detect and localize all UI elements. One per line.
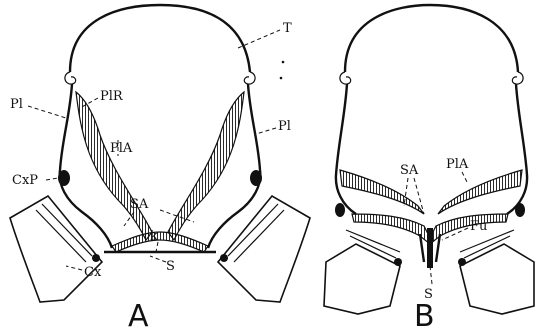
panel-a-leader-s	[150, 256, 166, 262]
panel-a-tergum	[70, 5, 250, 72]
panel-a-label-s: S	[166, 259, 175, 274]
panel-b-right-pleuron	[507, 84, 527, 214]
panel-a-right-sternal-knob	[220, 254, 228, 262]
panel-b-label-pla: PlA	[446, 157, 469, 172]
panel-b-right-knob	[458, 258, 466, 266]
panel-a-left-coxal-process	[58, 170, 70, 186]
panel-b-label-sa: SA	[400, 163, 419, 178]
panel-b-tergum	[345, 5, 518, 72]
panel-a-right-coxal-process	[250, 170, 262, 186]
panel-a-dot-mark-2	[280, 77, 283, 80]
panel-a-left-sternal-knob	[92, 254, 100, 262]
panel-b-letter: B	[414, 299, 435, 332]
panel-b-left-tergal-curl	[340, 72, 351, 84]
panel-a-right-pleural-apophysis	[168, 92, 244, 240]
panel-b-diagram	[324, 5, 534, 314]
panel-a-leader-pl-right	[256, 128, 276, 134]
panel-a-left-pleural-apophysis	[76, 92, 152, 240]
panel-b-right-tergal-curl	[512, 72, 523, 84]
panel-b-leader-s	[430, 266, 432, 284]
panel-b-right-coxal-process	[515, 203, 525, 217]
panel-b-left-coxal-process	[335, 203, 345, 217]
panel-b-label-fu: Fu	[470, 219, 487, 234]
panel-a-leader-pl-left	[28, 106, 66, 118]
panel-a-label-plr: PlR	[100, 89, 124, 104]
panel-a-label-pla: PlA	[110, 141, 133, 156]
panel-a-label-cxp: CxP	[12, 173, 38, 188]
panel-a-dot-mark-1	[282, 61, 285, 64]
panel-a-right-coxa	[218, 196, 310, 302]
panel-a-label-sa: SA	[130, 197, 149, 212]
panel-a-left-tergal-curl	[65, 72, 76, 84]
panel-b-right-pleural-apophysis	[438, 170, 522, 214]
panel-b-left-pleuron	[336, 84, 356, 214]
panel-a-diagram	[10, 5, 310, 302]
panel-a-letter: A	[128, 299, 149, 332]
panel-a-right-tergal-curl	[244, 72, 255, 84]
panel-a-label-pl-left: Pl	[10, 97, 23, 112]
panel-b-sternal-spine	[427, 228, 433, 268]
panel-b-left-knob	[394, 258, 402, 266]
panel-a-leader-cxp	[46, 178, 58, 180]
panel-b-leader-pla	[462, 172, 468, 184]
panel-a-leader-sa-left	[124, 212, 134, 226]
panel-a-label-cx: Cx	[84, 265, 102, 280]
panel-a-label-k: k	[150, 229, 158, 244]
panel-a-left-coxa	[10, 196, 102, 302]
panel-a-label-pl-right: Pl	[278, 119, 291, 134]
panel-a-sternal-apophyses	[112, 232, 208, 252]
panel-a-label-t: T	[283, 21, 292, 36]
